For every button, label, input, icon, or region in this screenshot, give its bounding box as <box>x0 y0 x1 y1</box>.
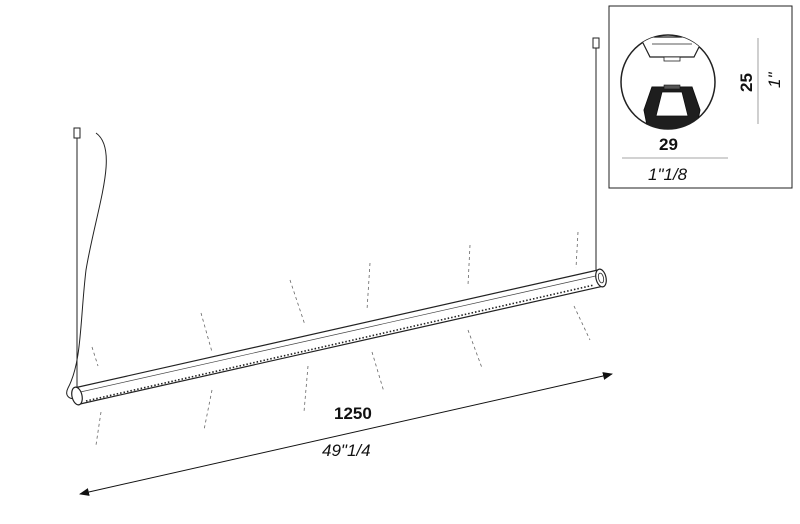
tube-body <box>73 269 605 405</box>
light-guide-line <box>303 365 309 413</box>
profile-width-inch-label: 1"1/8 <box>648 165 688 184</box>
light-guide-line <box>200 312 213 353</box>
profile-height-mm-label: 25 <box>737 73 756 92</box>
length-inch-label: 49"1/4 <box>322 441 371 460</box>
light-guide-line <box>575 231 579 269</box>
right-end-cap-inner <box>597 272 605 284</box>
light-guide-line <box>467 329 483 369</box>
suspension-cables <box>73 37 600 392</box>
led-strip <box>85 284 595 402</box>
light-guide-line <box>203 389 213 431</box>
light-guide-line <box>91 346 99 367</box>
length-dimension-line <box>79 372 613 496</box>
right-ceiling-anchor <box>592 37 600 49</box>
power-cord <box>66 132 107 399</box>
profile-height-inch-label: 1" <box>765 72 784 88</box>
lamp-tube <box>71 268 607 406</box>
light-guide-line <box>467 244 471 286</box>
led-module <box>663 84 681 90</box>
light-guide-line <box>371 351 385 393</box>
diffuser-clip <box>663 56 681 62</box>
light-guide-line <box>366 262 371 311</box>
profile-detail-inset: 29 1"1/8 25 1" <box>608 5 793 189</box>
light-guide-line <box>289 279 306 326</box>
length-mm-label: 1250 <box>334 404 372 423</box>
light-guide-line <box>573 305 591 341</box>
light-guide-line <box>95 411 102 446</box>
length-dimension: 1250 49"1/4 <box>79 372 613 496</box>
right-end-cap <box>595 268 607 288</box>
tube-highlight-line <box>75 274 601 394</box>
profile-width-mm-label: 29 <box>659 135 678 154</box>
channel-inner-cavity <box>655 91 689 117</box>
left-ceiling-anchor <box>73 127 81 139</box>
